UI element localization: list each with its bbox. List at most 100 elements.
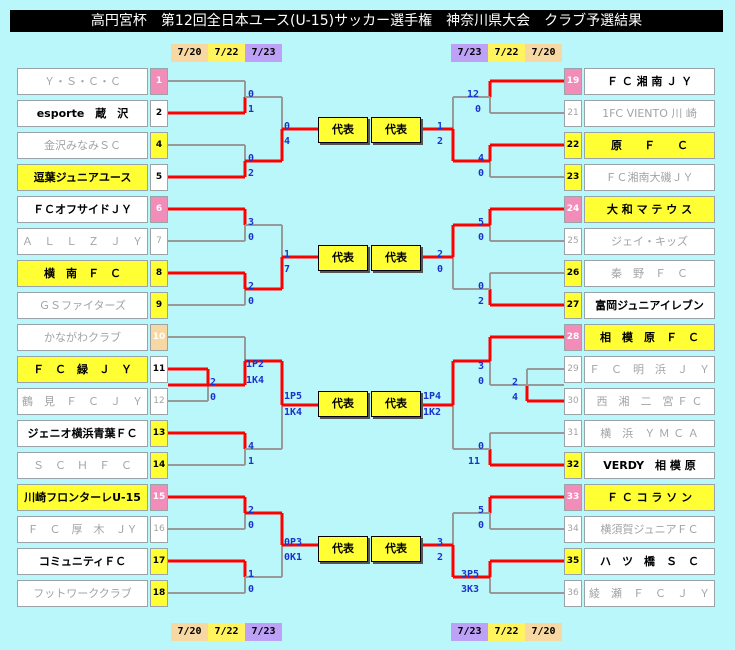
date-header-top-left: 7/20 7/22 7/23 — [171, 44, 282, 62]
team-seed-number: 22 — [564, 132, 582, 159]
team-name: 横須賀ジュニアＦＣ — [584, 516, 715, 543]
team-seed-number: 11 — [150, 356, 168, 383]
match-score: 5 — [478, 505, 485, 516]
representative-box: 代表 — [318, 536, 368, 562]
representative-box: 代表 — [318, 117, 368, 143]
team-seed-number: 1 — [150, 68, 168, 95]
team-seed-number: 30 — [564, 388, 582, 415]
match-score: 2 — [512, 377, 519, 388]
date-label: 7/23 — [451, 44, 488, 62]
match-score: 0 — [248, 520, 255, 531]
team-name: 1FC VIENTO 川 崎 — [584, 100, 715, 127]
date-label: 7/20 — [171, 623, 208, 641]
team-name: Ｆ Ｃ 厚 木 ＪＹ — [17, 516, 148, 543]
match-score: 0 — [248, 296, 255, 307]
team-seed-number: 32 — [564, 452, 582, 479]
match-score: 1 — [248, 104, 255, 115]
match-score: 1K2 — [423, 407, 442, 418]
team-seed-number: 25 — [564, 228, 582, 255]
team-seed-number: 9 — [150, 292, 168, 319]
match-score: 0 — [248, 89, 255, 100]
match-score: 11 — [468, 456, 481, 467]
team-seed-number: 15 — [150, 484, 168, 511]
team-name: 横 浜 Ｙ Ｍ Ｃ Ａ — [584, 420, 715, 447]
match-score: 0 — [248, 584, 255, 595]
team-seed-number: 29 — [564, 356, 582, 383]
match-score: 0 — [478, 376, 485, 387]
match-score: 2 — [210, 377, 217, 388]
date-label: 7/22 — [488, 44, 525, 62]
date-label: 7/20 — [525, 44, 562, 62]
team-name: 秦 野 Ｆ Ｃ — [584, 260, 715, 287]
team-name: 金沢みなみＳＣ — [17, 132, 148, 159]
team-seed-number: 13 — [150, 420, 168, 447]
representative-box: 代表 — [371, 245, 421, 271]
match-score: 3P5 — [461, 569, 480, 580]
match-score: 2 — [478, 296, 485, 307]
team-seed-number: 7 — [150, 228, 168, 255]
team-name: 川崎フロンターレU-15 — [17, 484, 148, 511]
team-name: フットワーククラブ — [17, 580, 148, 607]
team-name: 横 南 Ｆ Ｃ — [17, 260, 148, 287]
match-score: 3 — [478, 361, 485, 372]
team-name: Ｆ Ｃ 湘 南 Ｊ Ｙ — [584, 68, 715, 95]
team-seed-number: 36 — [564, 580, 582, 607]
match-score: 2 — [437, 136, 444, 147]
team-seed-number: 5 — [150, 164, 168, 191]
team-name: 大 和 マ テ ウ ス — [584, 196, 715, 223]
match-score: 2 — [437, 552, 444, 563]
date-header-top-right: 7/23 7/22 7/20 — [451, 44, 562, 62]
team-name: Ｆ Ｃ コ ラ ソ ン — [584, 484, 715, 511]
date-label: 7/20 — [171, 44, 208, 62]
team-seed-number: 8 — [150, 260, 168, 287]
team-name: 逗葉ジュニアユース — [17, 164, 148, 191]
team-seed-number: 18 — [150, 580, 168, 607]
date-header-bottom-left: 7/20 7/22 7/23 — [171, 623, 282, 641]
team-name: コミュニティＦＣ — [17, 548, 148, 575]
team-seed-number: 21 — [564, 100, 582, 127]
representative-box: 代表 — [371, 536, 421, 562]
match-score: 5 — [478, 217, 485, 228]
team-seed-number: 24 — [564, 196, 582, 223]
team-seed-number: 10 — [150, 324, 168, 351]
team-name: ジェニオ横浜青葉ＦＣ — [17, 420, 148, 447]
date-label: 7/23 — [451, 623, 488, 641]
match-score: 1P2 — [246, 359, 265, 370]
team-name: VERDY 相 模 原 — [584, 452, 715, 479]
date-label: 7/20 — [525, 623, 562, 641]
match-score: 3K3 — [461, 584, 480, 595]
match-score: 3 — [248, 217, 255, 228]
team-name: 西 湘 二 宮 Ｆ Ｃ — [584, 388, 715, 415]
match-score: 1 — [248, 456, 255, 467]
match-score: 0 — [478, 441, 485, 452]
match-score: 0P3 — [284, 537, 303, 548]
date-label: 7/23 — [245, 44, 282, 62]
date-header-bottom-right: 7/23 7/22 7/20 — [451, 623, 562, 641]
match-score: 2 — [248, 168, 255, 179]
representative-box: 代表 — [318, 391, 368, 417]
team-name: 鶴 見 Ｆ Ｃ Ｊ Ｙ — [17, 388, 148, 415]
team-seed-number: 16 — [150, 516, 168, 543]
match-score: 0 — [478, 168, 485, 179]
match-score: 0 — [478, 232, 485, 243]
match-score: 7 — [284, 264, 291, 275]
representative-box: 代表 — [318, 245, 368, 271]
match-score: 1K4 — [246, 375, 265, 386]
team-name: Ｓ Ｃ Ｈ Ｆ Ｃ — [17, 452, 148, 479]
team-seed-number: 27 — [564, 292, 582, 319]
representative-box: 代表 — [371, 117, 421, 143]
team-name: 富岡ジュニアイレブン — [584, 292, 715, 319]
team-name: 相 模 原 Ｆ Ｃ — [584, 324, 715, 351]
match-score: 1P5 — [284, 391, 303, 402]
team-seed-number: 17 — [150, 548, 168, 575]
match-score: 12 — [467, 89, 480, 100]
team-name: 綾 瀬 Ｆ Ｃ Ｊ Ｙ — [584, 580, 715, 607]
match-score: 1 — [248, 569, 255, 580]
match-score: 0 — [478, 520, 485, 531]
team-name: ジェイ・キッズ — [584, 228, 715, 255]
match-score: 0 — [284, 121, 291, 132]
page-title: 高円宮杯 第12回全日本ユース(U-15)サッカー選手権 神奈川県大会 クラブ予… — [10, 10, 723, 32]
match-score: 2 — [437, 249, 444, 260]
team-name: esporte 蔵 沢 — [17, 100, 148, 127]
match-score: 0 — [248, 153, 255, 164]
